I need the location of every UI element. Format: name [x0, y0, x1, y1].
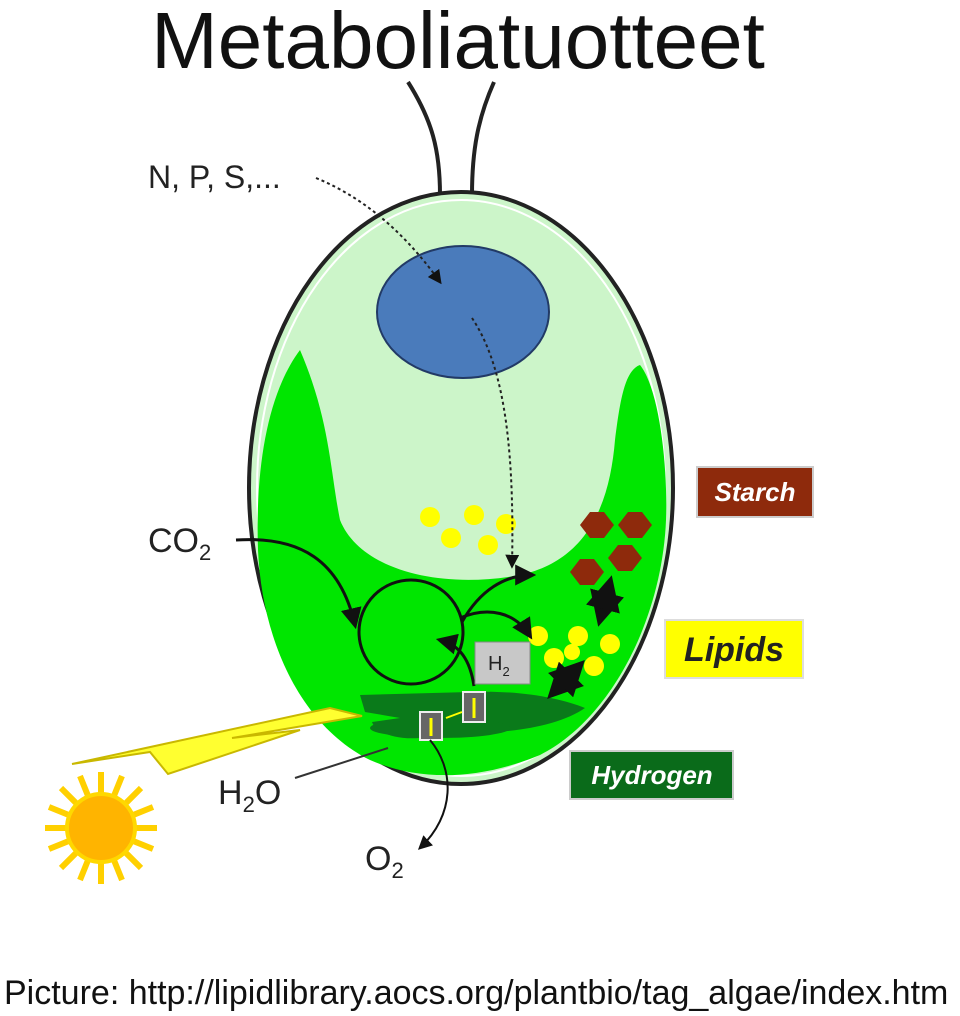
nutrient-arrow — [315, 177, 442, 285]
h2-box — [474, 641, 531, 685]
flagellum-left — [406, 80, 442, 196]
source-caption: Picture: http://lipidlibrary.aocs.org/pl… — [4, 974, 949, 1012]
co2-arrow — [235, 538, 362, 630]
flagellum-right — [470, 81, 496, 196]
o2-label: O2 — [365, 840, 404, 883]
h2o-label: H2O — [218, 774, 281, 817]
legend-hydrogen-label: Hydrogen — [591, 760, 712, 790]
lipid-hydrogen-exchange-arrow — [547, 659, 585, 700]
legend-starch: Starch — [696, 466, 814, 518]
light-bolt-icon — [71, 706, 363, 776]
legend-lipids: Lipids — [664, 619, 804, 679]
nucleus — [376, 245, 550, 379]
product-arrow-right — [459, 610, 533, 640]
sun-icon — [45, 772, 157, 884]
h2o-line — [294, 747, 389, 779]
h2-label: H2 — [488, 653, 510, 679]
nutrients-label: N, P, S,... — [148, 159, 281, 195]
h2-loop-arrow — [435, 633, 476, 687]
legend-lipids-label: Lipids — [684, 631, 784, 669]
co2-label: CO2 — [148, 522, 211, 565]
electron-transfer-arrow — [445, 711, 463, 719]
legend-hydrogen: Hydrogen — [569, 750, 734, 800]
product-arrow-up — [460, 564, 537, 623]
legend-starch-label: Starch — [715, 477, 796, 507]
photosystem-1 — [419, 711, 443, 741]
o2-arrow — [417, 739, 449, 850]
starch-lipid-exchange-arrow — [585, 575, 625, 627]
lipid-droplets-cytoplasm — [420, 505, 516, 555]
nucleus-to-chloroplast-arrow — [471, 317, 520, 569]
page-title: Metaboliatuotteet — [151, 0, 765, 85]
calvin-cycle — [357, 578, 465, 686]
photosystem-2 — [462, 691, 486, 723]
